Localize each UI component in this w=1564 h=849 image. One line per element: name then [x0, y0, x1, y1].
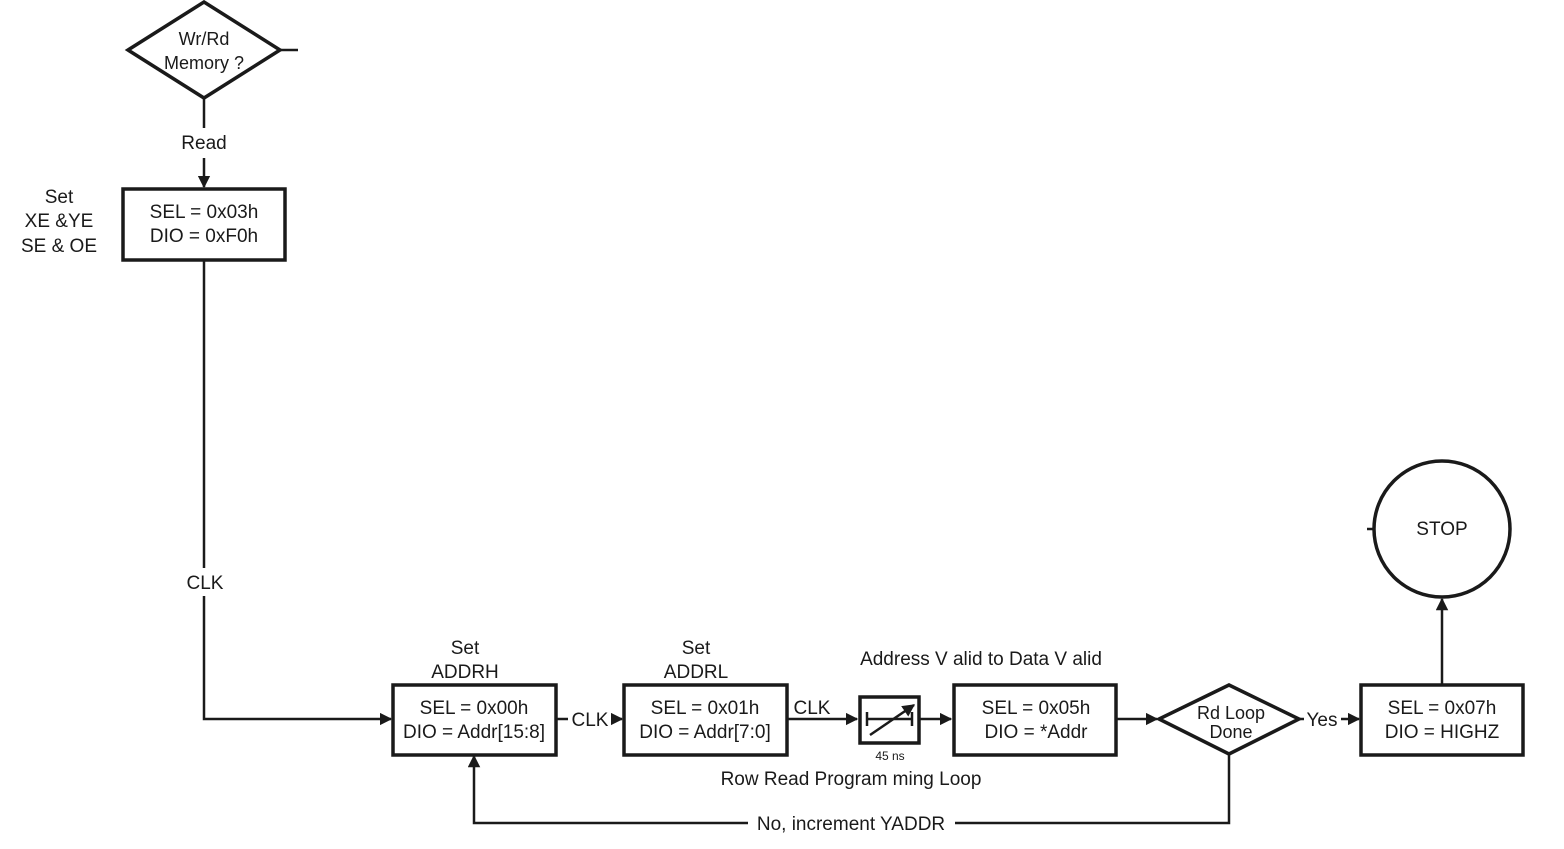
decision-rd-loop-line2: Done [1209, 722, 1252, 742]
process-box-sel07-line1: SEL = 0x07h [1388, 698, 1497, 719]
decision-rd-loop-line1: Rd Loop [1197, 703, 1265, 723]
decision-rd-loop-diamond [1155, 683, 1303, 756]
process-box-sel05-line1: SEL = 0x05h [982, 698, 1091, 719]
process-box-sel01-line1: SEL = 0x01h [651, 698, 760, 719]
annotation-set-xe-line3: SE & OE [21, 236, 97, 257]
process-box-sel05-frame [952, 683, 1118, 757]
label-yes: Yes [1307, 710, 1338, 731]
annotation-set-addrl-line1: Set [682, 638, 711, 659]
decision-rd-loop-done: Rd Loop Done [1155, 683, 1303, 756]
label-address-valid: Address V alid to Data V alid [860, 649, 1102, 670]
process-box-sel07: SEL = 0x07h DIO = HIGHZ [1359, 683, 1525, 757]
process-box-sel07-line2: DIO = HIGHZ [1385, 722, 1500, 743]
delay-element: 45 ns [858, 695, 921, 763]
arrow-clk-to-sel00 [202, 596, 393, 726]
annotation-set-addrh-line1: Set [451, 638, 480, 659]
annotation-set-xe-line2: XE &YE [25, 211, 94, 232]
process-box-sel01-frame [622, 683, 789, 757]
terminator-stop-label: STOP [1416, 519, 1467, 540]
label-clk-2: CLK [794, 698, 831, 719]
process-box-sel05-line2: DIO = *Addr [985, 722, 1089, 743]
connector-loop-right [955, 754, 1231, 825]
decision-wr-rd-memory: Wr/Rd Memory ? [124, 0, 284, 101]
process-box-sel03-frame [121, 187, 287, 262]
process-box-sel07-frame [1359, 683, 1525, 757]
label-row-read-loop: Row Read Program ming Loop [721, 769, 982, 790]
process-box-sel03-line1: SEL = 0x03h [150, 202, 259, 223]
terminator-stop-circle [1372, 459, 1512, 599]
process-box-sel03: SEL = 0x03h DIO = 0xF0h [121, 187, 287, 262]
label-clk-1: CLK [572, 710, 609, 731]
label-clk-vertical: CLK [187, 573, 224, 594]
delay-element-variable-arrow [869, 703, 916, 737]
delay-element-label: 45 ns [875, 749, 904, 763]
annotation-set-xe-ye: Set XE &YE SE & OE [21, 187, 97, 257]
connectors [197, 48, 1449, 825]
annotation-set-addrl-line2: ADDRL [664, 662, 728, 683]
decision-wr-rd-line2: Memory ? [164, 53, 244, 73]
process-box-sel00-line2: DIO = Addr[15:8] [403, 722, 545, 743]
arrow-loop-back-to-sel00 [467, 754, 748, 825]
decision-wr-rd-line1: Wr/Rd [179, 29, 230, 49]
annotation-set-addrh-line2: ADDRH [431, 662, 499, 683]
process-box-sel01: SEL = 0x01h DIO = Addr[7:0] [622, 683, 789, 757]
process-box-sel01-line2: DIO = Addr[7:0] [639, 722, 771, 743]
label-read: Read [181, 133, 226, 154]
process-box-sel00-line1: SEL = 0x00h [420, 698, 529, 719]
label-no-increment: No, increment YADDR [757, 814, 945, 835]
terminator-stop: STOP [1372, 459, 1512, 599]
process-box-sel05: SEL = 0x05h DIO = *Addr [952, 683, 1118, 757]
process-box-sel03-line2: DIO = 0xF0h [150, 226, 258, 247]
process-box-sel00: SEL = 0x00h DIO = Addr[15:8] [391, 683, 558, 757]
process-box-sel00-frame [391, 683, 558, 757]
decision-wr-rd-diamond [124, 0, 284, 101]
annotation-set-xe-line1: Set [45, 187, 74, 208]
